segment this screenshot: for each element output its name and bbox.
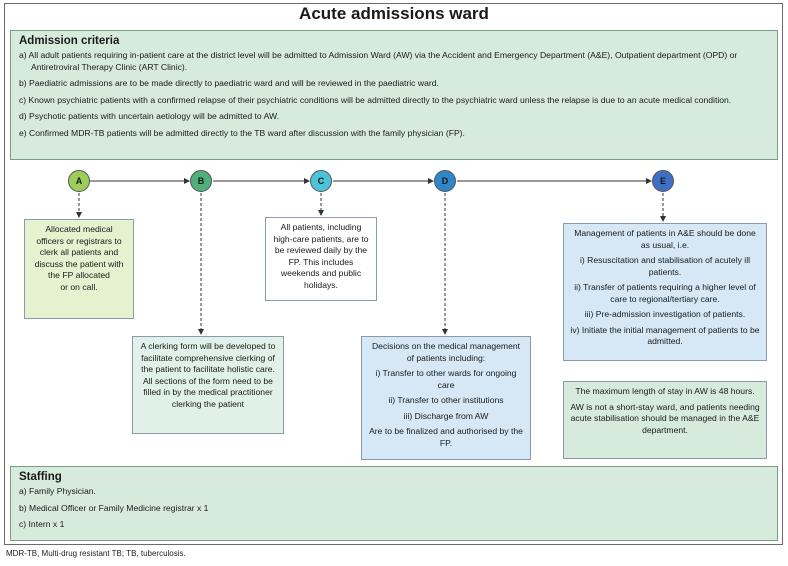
box-e-text: i) Resuscitation and stabilisation of ac… [579,255,751,277]
admission-criteria-heading: Admission criteria [19,35,120,47]
criteria-item: a) All adult patients requiring in-patie… [19,50,738,72]
box-d: Decisions on the medical management of p… [361,336,531,460]
criteria-item: e) Confirmed MDR-TB patients will be adm… [19,127,465,138]
box-b: A clerking form will be developed to fac… [132,336,284,434]
box-d-text: Are to be finalized and authorised by th… [369,426,523,448]
box-d-text: ii) Transfer to other institutions [388,395,504,405]
staffing-panel: Staffing a) Family Physician. b) Medical… [10,466,778,541]
staffing-heading: Staffing [19,471,62,483]
box-d-text: i) Transfer to other wards for ongoing c… [375,368,517,390]
diagram-frame [4,3,783,545]
criteria-item: b) Paediatric admissions are to be made … [19,78,439,88]
node-a: A [68,170,90,192]
node-e: E [652,170,674,192]
box-e-text: iii) Pre-admission investigation of pati… [584,309,746,319]
diagram-title: Acute admissions ward [299,4,489,23]
box-e: Management of patients in A&E should be … [563,223,767,361]
footnote: MDR-TB, Multi-drug resistant TB; TB, tub… [6,549,186,558]
box-e-text: ii) Transfer of patients requiring a hig… [574,282,756,304]
box-d-text: Decisions on the medical management of p… [371,341,521,363]
box-a-text: Allocated medical officers or registrars… [34,224,124,280]
criteria-item: d) Psychotic patients with uncertain aet… [19,111,280,121]
node-d: D [434,170,456,192]
staffing-item: b) Medical Officer or Family Medicine re… [19,502,209,513]
admission-criteria-panel: Admission criteria a) All adult patients… [10,30,778,160]
criteria-item: c) Known psychiatric patients with a con… [19,94,732,105]
box-c: All patients, including high-care patien… [265,217,377,301]
box-d-text: iii) Discharge from AW [403,410,489,421]
stay-text: The maximum length of stay in AW is 48 h… [575,386,755,396]
box-c-text: All patients, including high-care patien… [273,222,369,290]
box-e-text: iv) Initiate the initial management of p… [570,324,760,347]
box-b-text: A clerking form will be developed to fac… [140,341,276,409]
staffing-item: c) Intern x 1 [19,519,65,529]
stay-text: AW is not a short-stay ward, and patient… [570,401,760,435]
node-b: B [190,170,212,192]
staffing-item: a) Family Physician. [19,486,96,496]
node-c: C [310,170,332,192]
box-length-of-stay: The maximum length of stay in AW is 48 h… [563,381,767,459]
box-e-text: Management of patients in A&E should be … [574,228,756,250]
box-a: Allocated medical officers or registrars… [24,219,134,319]
box-a-text: or on call. [60,281,98,292]
